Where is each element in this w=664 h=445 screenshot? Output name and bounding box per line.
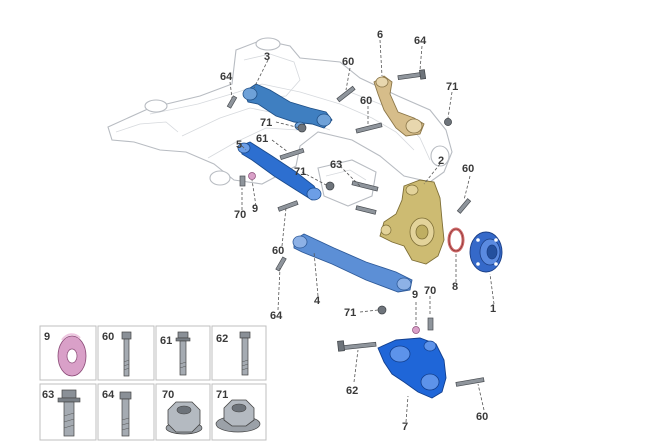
callout-70: 70: [234, 209, 246, 221]
hardware: [226, 69, 485, 387]
wheel-knuckle-2: [379, 179, 445, 265]
callout-1: 1: [490, 303, 496, 315]
callout-60: 60: [462, 163, 474, 175]
toe-link-5: [237, 141, 322, 201]
callout-64: 64: [220, 71, 233, 83]
callout-8: 8: [452, 281, 458, 293]
spring-link-7: [377, 337, 447, 399]
leader-lines: [229, 39, 495, 423]
callout-70: 70: [424, 285, 436, 297]
legend-label: 9: [44, 331, 50, 343]
bolt-63-icon: [57, 389, 81, 437]
callout-71: 71: [344, 307, 356, 319]
hex-nut-70-icon: [165, 401, 203, 435]
legend-label: 62: [216, 333, 228, 345]
legend-cell-62: [211, 325, 267, 381]
callout-60: 60: [360, 95, 372, 107]
bolt-60-icon: [121, 331, 132, 377]
callout-60: 60: [476, 411, 488, 423]
bolt-64-icon: [119, 391, 132, 437]
callout-5: 5: [236, 139, 242, 151]
callouts: 6 64 3 64 60 60 71 71 61 5 71 63 2 60 9 …: [220, 29, 496, 433]
legend-label: 63: [42, 389, 54, 401]
callout-71: 71: [260, 117, 272, 129]
callout-61: 61: [256, 133, 268, 145]
callout-9: 9: [252, 203, 258, 215]
callout-7: 7: [402, 421, 408, 433]
flange-nut-71-icon: [215, 399, 261, 433]
lower-control-arm-4: [292, 233, 413, 293]
callout-64: 64: [414, 35, 427, 47]
callout-62: 62: [346, 385, 358, 397]
bolt-62-icon: [239, 331, 251, 376]
callout-9: 9: [412, 289, 418, 301]
callout-60: 60: [272, 245, 284, 257]
legend-label: 61: [160, 335, 172, 347]
legend-label: 60: [102, 331, 114, 343]
bolt-61-icon: [175, 331, 191, 376]
fastener-legend: 9 60 61 62 63 64 70 71: [39, 325, 267, 441]
washer-icon: [57, 333, 87, 377]
callout-2: 2: [438, 155, 444, 167]
legend-label: 64: [102, 389, 115, 401]
seal-ring-8: [447, 227, 465, 253]
callout-71: 71: [294, 166, 306, 178]
callout-71: 71: [446, 81, 458, 93]
callout-6: 6: [377, 29, 383, 41]
camber-link-6: [373, 75, 425, 137]
legend-label: 71: [216, 389, 228, 401]
callout-3: 3: [264, 51, 270, 63]
wheel-hub-1: [469, 231, 503, 273]
callout-4: 4: [314, 295, 321, 307]
legend-label: 70: [162, 389, 174, 401]
callout-64: 64: [270, 310, 283, 322]
callout-60: 60: [342, 56, 354, 68]
callout-63: 63: [330, 159, 342, 171]
